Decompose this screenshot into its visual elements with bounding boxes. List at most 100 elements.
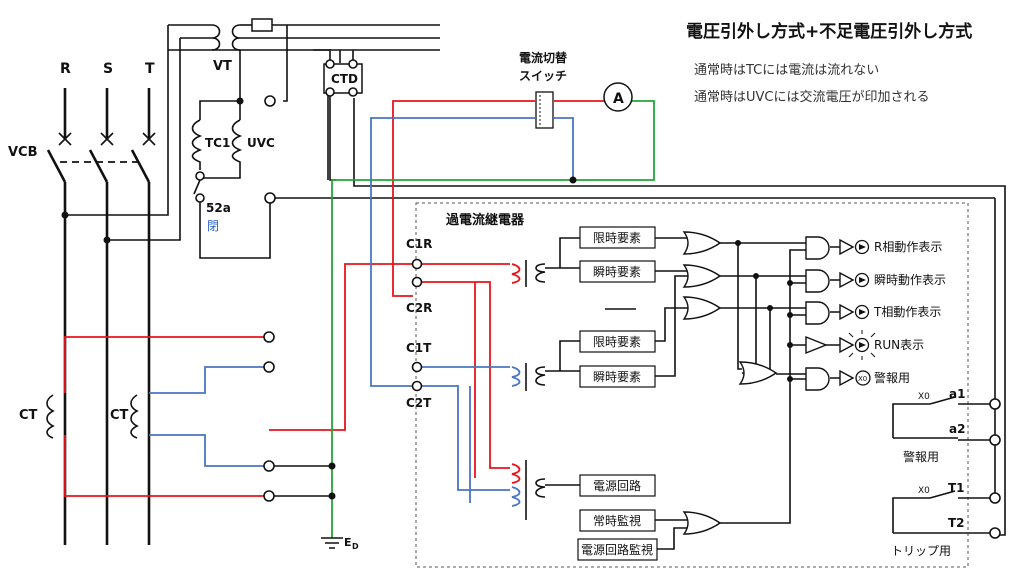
green-ammeter-return <box>573 100 655 181</box>
c1r-label: C1R <box>406 237 432 251</box>
junction <box>787 342 793 348</box>
trip-x0-label: X0 <box>918 486 930 496</box>
element-box-power-monitoring <box>577 538 658 561</box>
output-label: RUN表示 <box>874 338 924 352</box>
c2t-label: C2T <box>406 396 432 410</box>
x0-lamp-label: X0 <box>858 375 867 383</box>
alarm-a2-label: a2 <box>949 422 965 436</box>
ctd-terminal <box>325 87 335 97</box>
earth-symbol <box>321 537 343 549</box>
or-gates <box>682 231 778 535</box>
trip-t2-label: T2 <box>948 516 965 530</box>
red-c1r-wire <box>269 263 413 431</box>
ammeter-label: A <box>613 91 624 107</box>
element-label: 常時監視 <box>593 513 641 528</box>
blue-switch-wire <box>554 117 574 180</box>
c2r-label: C2R <box>406 301 432 315</box>
alarm-x0-label: X0 <box>918 392 930 402</box>
ctd-label: CTD <box>331 72 358 86</box>
ctd-wiring <box>199 25 1006 536</box>
vt-transformer <box>211 24 241 51</box>
relay-input-wiring <box>419 263 510 503</box>
indicator-lamps <box>848 239 876 386</box>
ct-terminal <box>263 331 275 343</box>
buffers <box>805 238 855 387</box>
output-label: 瞬時動作表示 <box>874 273 946 287</box>
junction <box>787 280 793 286</box>
vt-primary-wiring <box>61 25 181 244</box>
ct-t-label: CT <box>110 408 129 423</box>
vt-secondary-terminal <box>264 95 276 107</box>
vcb-contacts <box>58 132 156 163</box>
junction <box>767 305 773 311</box>
element-box-power-circuit <box>579 474 656 497</box>
trip-t1-label: T1 <box>948 481 965 495</box>
phase-s-label: S <box>103 61 113 77</box>
trip-caption: トリップ用 <box>891 544 951 558</box>
red-c2r-wire <box>392 100 535 297</box>
output-label: R相動作表示 <box>874 240 942 254</box>
green-earth-wire <box>331 179 573 538</box>
element-label: 瞬時要素 <box>593 370 641 384</box>
vcb-label: VCB <box>8 145 38 160</box>
uvc-label: UVC <box>247 136 275 150</box>
earth-label: E <box>344 536 352 549</box>
blue-c2t-wire <box>370 117 535 387</box>
element-label: 電源回路 <box>593 478 641 493</box>
trip-coils <box>191 119 271 259</box>
phase-r-label: R <box>60 61 71 77</box>
element-label: 電源回路監視 <box>581 542 653 557</box>
trip-contacts <box>892 490 1001 539</box>
contact-state-label: 閉 <box>207 219 219 233</box>
and-gates <box>805 236 830 391</box>
ct-terminal <box>263 361 275 373</box>
ct-r-label: CT <box>19 408 38 423</box>
tc1-label: TC1 <box>205 136 230 150</box>
element-box-definite-time-r <box>579 226 656 249</box>
ctd-terminal <box>348 59 358 69</box>
ct-wiring <box>64 336 269 497</box>
junction <box>787 376 793 382</box>
diagram-title: 電圧引外し方式+不足電圧引外し方式 <box>686 21 972 42</box>
element-label: 限時要素 <box>593 335 641 349</box>
alarm-contacts <box>892 396 1001 446</box>
c2t-terminal <box>411 380 423 392</box>
relay-internal-cts <box>511 260 546 520</box>
ct-terminal <box>263 490 275 502</box>
fuse <box>251 18 273 32</box>
element-label: 限時要素 <box>593 231 641 245</box>
switch-label-2: スイッチ <box>519 69 567 83</box>
output-label: T相動作表示 <box>873 305 941 319</box>
element-box-instant-t <box>579 365 656 388</box>
earth-sub-label: D <box>352 542 359 551</box>
alarm-caption: 警報用 <box>903 449 939 464</box>
element-box-definite-time-t <box>579 330 656 353</box>
phase-conductors <box>46 88 151 545</box>
note-tc: 通常時はTCには電流は流れない <box>694 63 879 78</box>
element-label: 瞬時要素 <box>593 265 641 279</box>
ammeter <box>603 82 633 112</box>
vt-label: VT <box>213 59 232 74</box>
c1t-terminal <box>411 361 423 373</box>
c2r-terminal <box>411 276 423 288</box>
junction <box>569 176 577 184</box>
ct-r-coil <box>46 394 55 439</box>
relay-title: 過電流継電器 <box>445 212 525 228</box>
output-label: 警報用 <box>874 370 910 385</box>
current-switch <box>535 91 554 129</box>
c1r-terminal <box>411 258 423 270</box>
element-box-monitoring <box>579 509 656 532</box>
alarm-a1-label: a1 <box>949 387 965 401</box>
trip-terminal <box>264 192 276 204</box>
junction <box>735 240 741 246</box>
relay-element-wiring <box>545 237 840 550</box>
note-uvc: 通常時はUVCには交流電圧が印加される <box>694 89 930 105</box>
junction <box>787 312 793 318</box>
ct-terminal <box>263 460 275 472</box>
phase-t-label: T <box>145 61 155 77</box>
ctd-terminal <box>348 87 358 97</box>
bus-lines <box>168 24 440 51</box>
junction <box>753 273 759 279</box>
contact-52a-label: 52a <box>206 201 231 215</box>
